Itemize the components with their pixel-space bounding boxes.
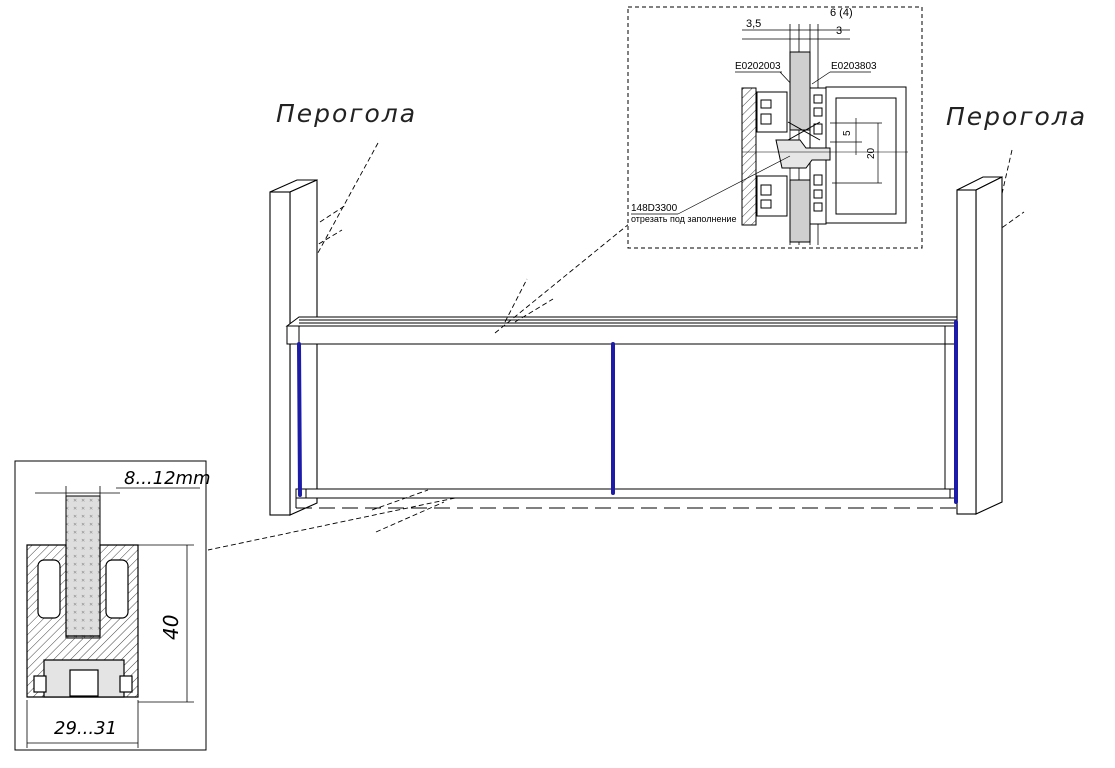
code-e0202003: E0202003 (735, 61, 781, 72)
glass-post-markers (297, 320, 958, 504)
bottom-rail (295, 488, 958, 509)
code-148d3300: 148D3300 (631, 203, 678, 214)
dim-6-4: 6 (4) (830, 7, 853, 19)
dim-profile-width: 29...31 (54, 718, 117, 739)
post-left (269, 179, 318, 516)
post-right (956, 176, 1003, 515)
dim-3-5: 3,5 (746, 18, 761, 30)
bottom-rail-leaders (207, 489, 456, 551)
pergola-label-right: Перогола (946, 102, 1087, 131)
pergola-label-left: Перогола (276, 99, 417, 128)
glass-post-left (297, 342, 302, 497)
dim-5: 5 (842, 130, 853, 136)
dim-profile-height: 40 (159, 615, 183, 640)
top-beam-leaders (494, 214, 641, 334)
cut-to-fill-note: отрезать под заполнение (631, 214, 736, 224)
bottom-profile (26, 544, 139, 698)
top-beam (285, 316, 958, 345)
code-e0203803: E0203803 (831, 61, 877, 72)
detail-bottom-box: 8...12mm 40 29...31 (14, 460, 211, 751)
glass-panel (65, 495, 101, 639)
dim-3: 3 (836, 25, 842, 37)
dim-glass-thickness: 8...12mm (124, 468, 211, 489)
detail-top-box: 3,5 6 (4) 3 E0202003 E0203803 (627, 6, 923, 249)
dim-20: 20 (866, 147, 877, 159)
frame-inner (316, 344, 946, 489)
